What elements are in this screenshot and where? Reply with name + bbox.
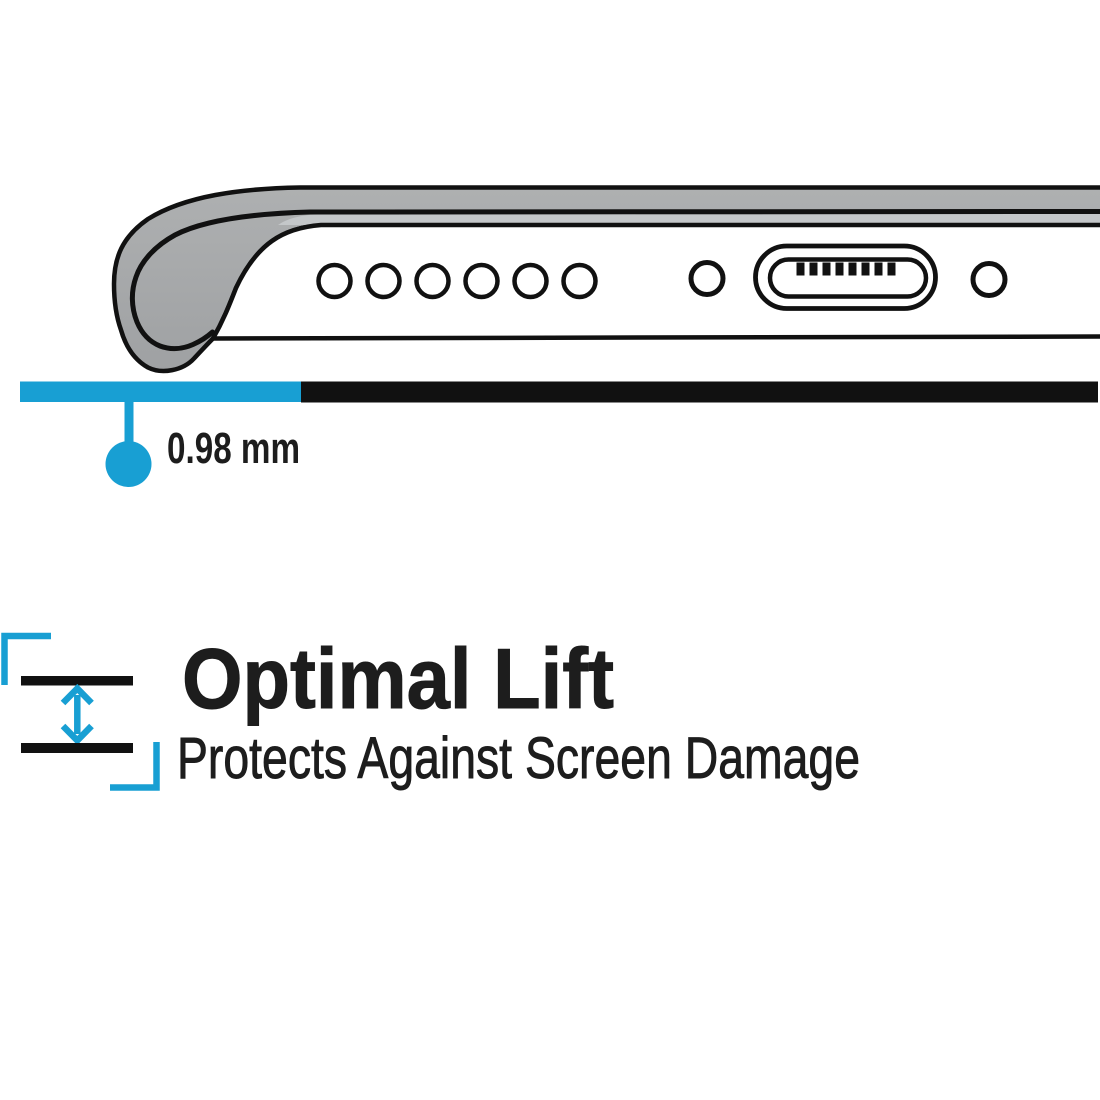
surface-bar <box>301 381 1098 403</box>
feature-block: Optimal Lift Protects Against Screen Dam… <box>1 632 860 791</box>
measure-leader-line <box>124 401 134 445</box>
lift-measurement: 0.98 mm <box>20 381 1098 487</box>
optimal-lift-icon <box>1 632 160 791</box>
corner-bracket-top-left-icon <box>1 632 51 685</box>
speaker-hole <box>561 262 598 300</box>
measure-label: 0.98 mm <box>167 424 300 473</box>
speaker-hole <box>463 262 500 300</box>
port-pin <box>887 262 896 276</box>
port-pin <box>835 262 844 276</box>
arrow-head-up <box>60 683 94 706</box>
phone-case-diagram <box>111 185 1100 374</box>
port-pin <box>809 262 818 276</box>
port-pin <box>848 262 857 276</box>
phone-back-band <box>278 214 1100 225</box>
surface-bar-highlight <box>20 381 301 402</box>
charging-port <box>753 243 938 311</box>
case-inner-outline <box>129 209 1100 352</box>
measure-dot <box>105 441 152 487</box>
charging-port-inner <box>767 257 929 299</box>
double-arrow-icon <box>60 683 94 746</box>
port-pin <box>796 262 805 276</box>
arrow-head-down <box>60 723 94 746</box>
speaker-hole <box>316 262 353 300</box>
speaker-hole <box>365 262 402 300</box>
lower-surface-bar-icon <box>21 743 133 753</box>
speaker-hole <box>414 262 451 300</box>
upper-surface-bar-icon <box>21 676 133 686</box>
port-pin <box>874 262 883 276</box>
charging-port-pins <box>796 262 896 276</box>
screw-right <box>970 261 1008 298</box>
port-pin <box>822 262 831 276</box>
corner-bracket-bottom-right-icon <box>110 742 160 791</box>
screw-left <box>688 260 726 297</box>
feature-subtitle: Protects Against Screen Damage <box>177 726 860 791</box>
speaker-holes <box>316 262 598 300</box>
speaker-hole <box>512 262 549 300</box>
port-pin <box>861 262 870 276</box>
feature-title: Optimal Lift <box>182 632 614 727</box>
